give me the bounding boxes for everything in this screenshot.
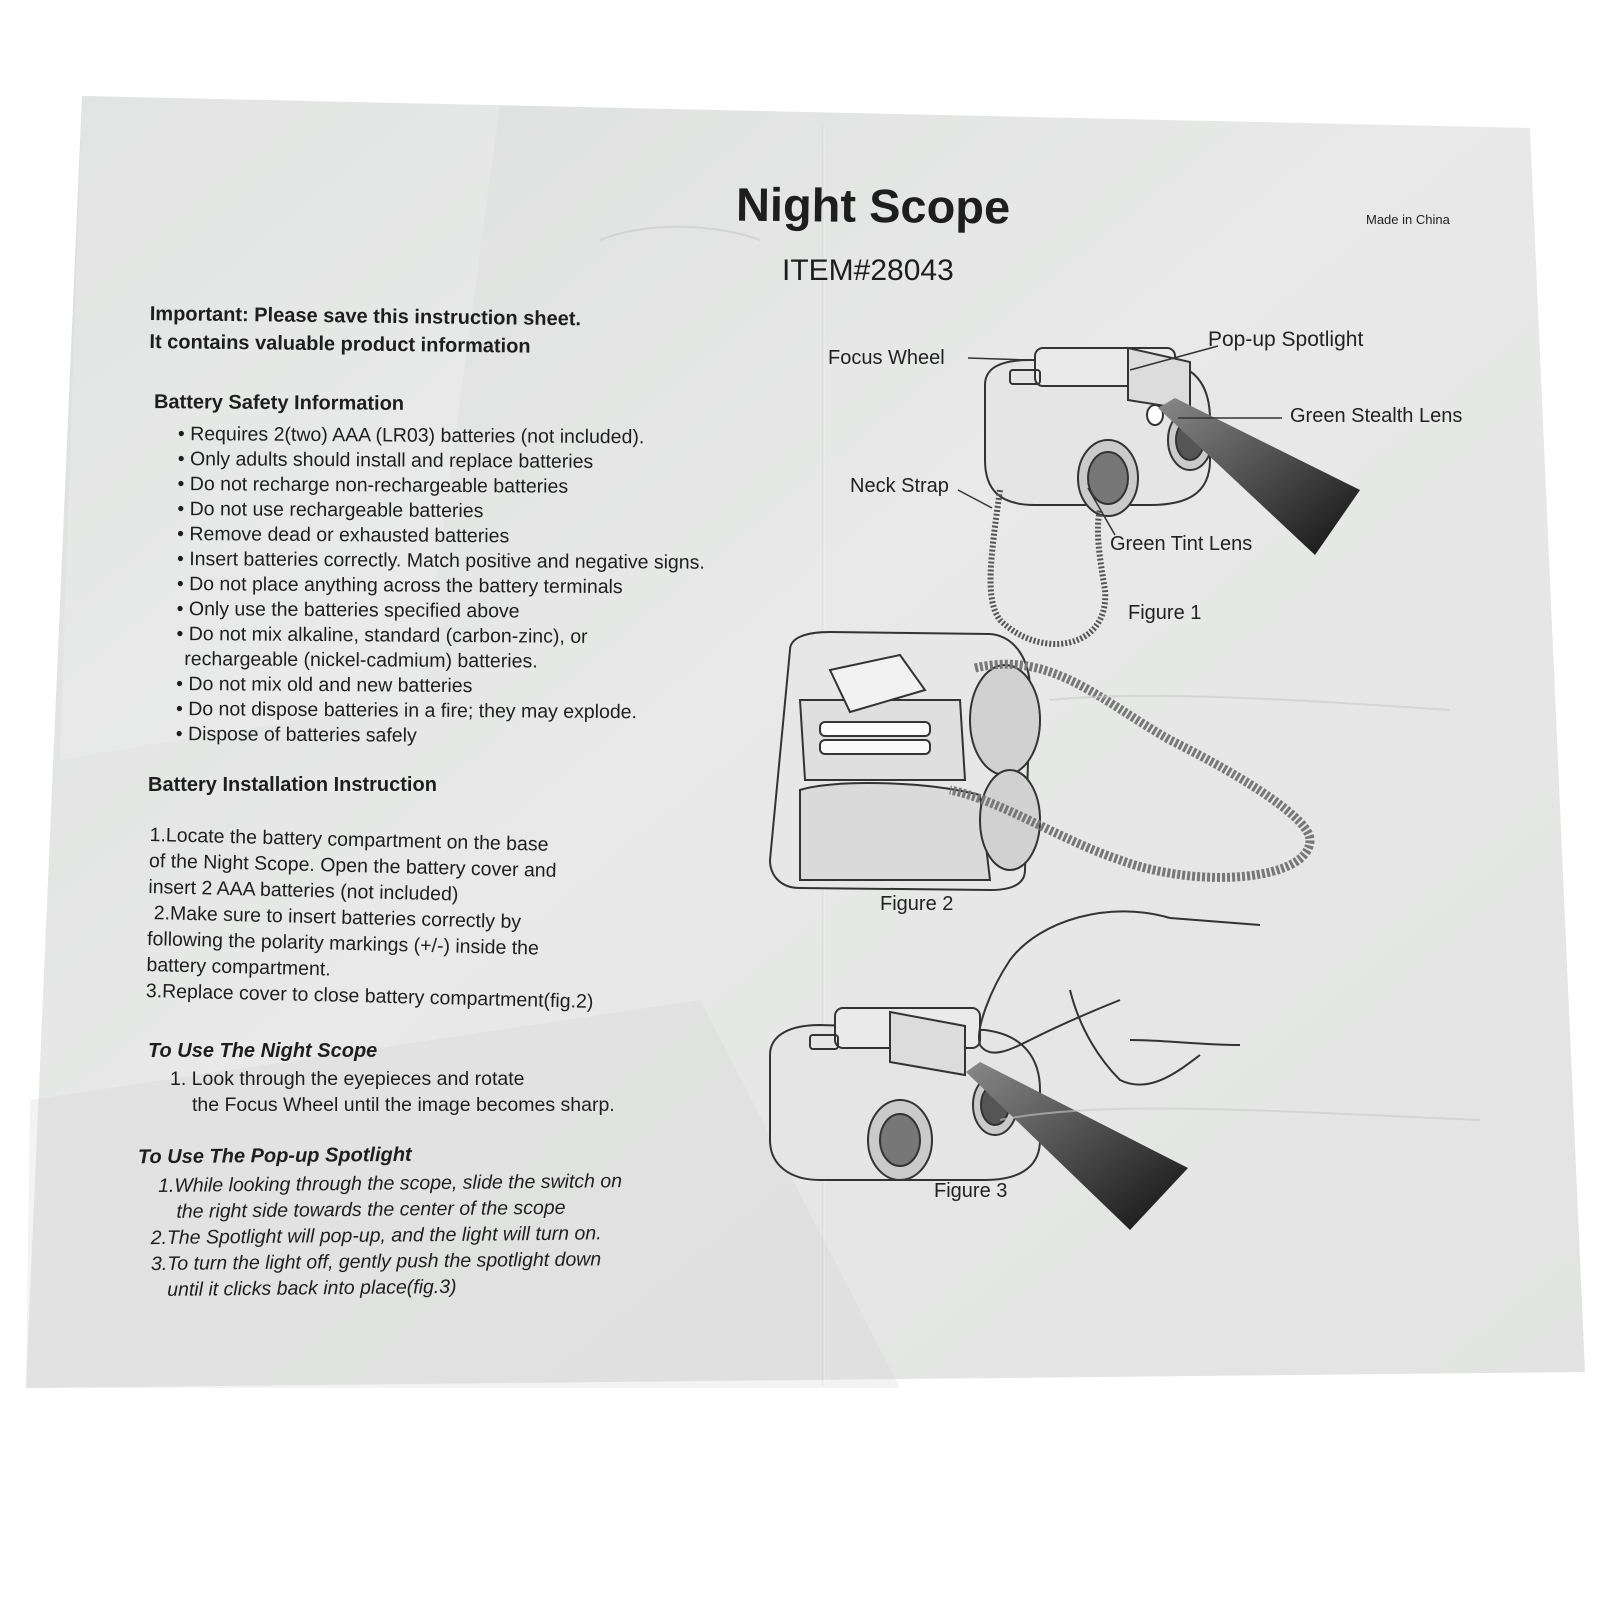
label-neck-strap: Neck Strap — [850, 475, 949, 497]
label-focus-wheel: Focus Wheel — [828, 347, 945, 369]
scope-line: the Focus Wheel until the image becomes … — [192, 1094, 615, 1116]
figure2-caption: Figure 2 — [880, 893, 954, 915]
label-popup-spotlight: Pop-up Spotlight — [1208, 328, 1364, 351]
figure3-light-beam — [966, 1062, 1188, 1230]
figure1-scope-drawing — [984, 346, 1213, 647]
figure3-hand-scope-drawing — [769, 910, 1261, 1181]
item-number: ITEM#28043 — [782, 254, 954, 287]
figure1-leader-lines — [957, 345, 1282, 536]
made-in-label: Made in China — [1366, 212, 1450, 227]
bleed-through-marks — [599, 225, 1481, 1121]
figure1-light-beam — [1158, 398, 1360, 555]
use-scope-heading: To Use The Night Scope — [148, 1040, 378, 1062]
battery-install-heading: Battery Installation Instruction — [148, 774, 437, 796]
label-green-tint-lens: Green Tint Lens — [1110, 533, 1253, 555]
use-scope-steps: 1. Look through the eyepieces and rotate… — [170, 1066, 615, 1118]
figure3-caption: Figure 3 — [934, 1180, 1008, 1202]
figure1-caption: Figure 1 — [1128, 602, 1202, 624]
label-green-stealth-lens: Green Stealth Lens — [1290, 405, 1463, 427]
scope-line: 1. Look through the eyepieces and rotate — [170, 1068, 525, 1090]
figure2-battery-drawing — [768, 630, 1315, 892]
